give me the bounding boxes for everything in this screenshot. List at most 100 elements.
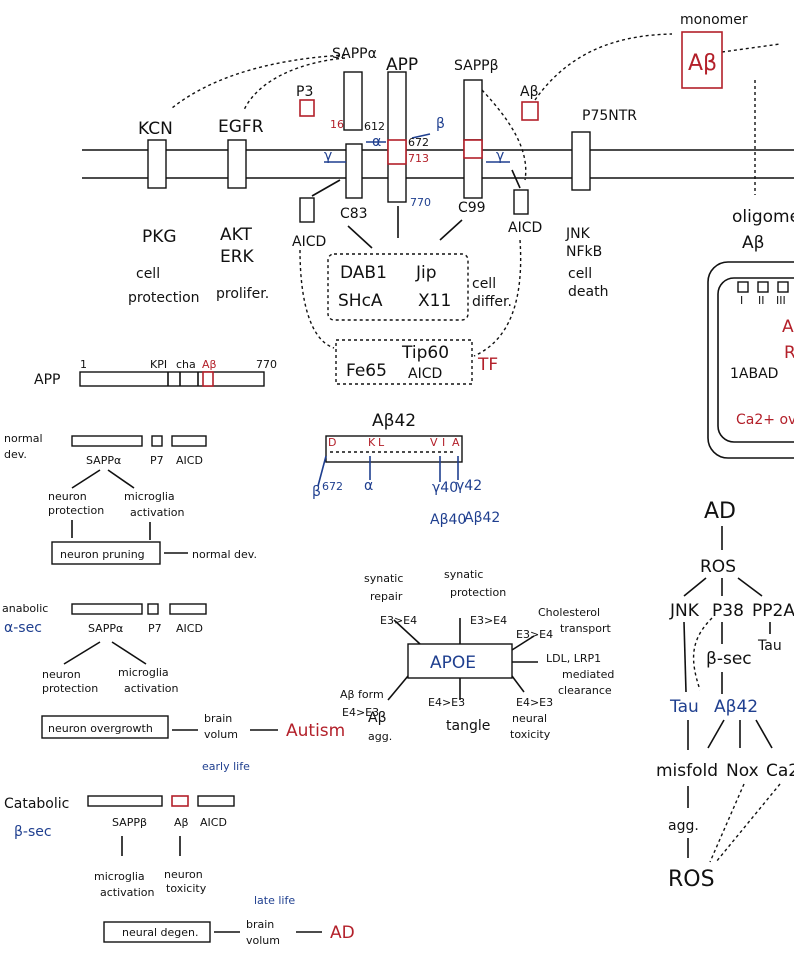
normal-arrow-right <box>107 469 135 489</box>
ros-pp2a-arrow <box>737 577 763 597</box>
prolifer-label: prolifer. <box>216 286 269 302</box>
ab42-site-a: A <box>452 436 460 449</box>
tau-node: Tau <box>669 697 699 717</box>
cell-differ-line2: differ. <box>472 294 512 310</box>
cell-protection-line1: cell <box>136 266 160 282</box>
c99-label: C99 <box>458 200 486 216</box>
tf-label: TF <box>477 355 498 375</box>
ab-ca-arrow <box>755 719 773 749</box>
tf-box <box>335 339 473 385</box>
c83-label: C83 <box>340 206 368 222</box>
p75-label: P75NTR <box>582 108 637 124</box>
ad-title: AD <box>704 499 736 524</box>
app-bar-cha: cha <box>176 358 196 371</box>
x11-label: X11 <box>418 291 451 311</box>
monomer-label: monomer <box>680 12 748 28</box>
monomer-out-arrow <box>721 43 781 53</box>
apoe-ab-form: Aβ form <box>340 688 384 701</box>
apoe-protection-1: synatic <box>444 568 483 581</box>
catabolic-aicd-bar <box>197 795 235 807</box>
ab42-node: Aβ42 <box>714 697 758 717</box>
ab42-beta: β <box>312 484 321 500</box>
apoe-ab-agg-1: Aβ <box>368 710 387 726</box>
app-bar-end: 770 <box>256 358 277 371</box>
anabolic-early: early life <box>202 760 250 773</box>
normal-p7: P7 <box>150 454 164 467</box>
residue-16: 16 <box>330 118 344 131</box>
apoe-arrow-ab <box>387 675 409 701</box>
sappb-label: SAPPβ <box>454 58 499 74</box>
apoe-e4e3-1: E4>E3 <box>342 706 379 719</box>
anabolic-label: anabolic <box>2 602 48 615</box>
anabolic-p7-bar <box>147 603 159 615</box>
catabolic-label: Catabolic <box>4 796 69 812</box>
catabolic-brain-2: volum <box>246 934 280 947</box>
apoe-tangle: tangle <box>446 718 490 734</box>
apoe-arrow-cholesterol <box>511 635 535 651</box>
c83-arrow <box>347 225 373 249</box>
cell-outline-inner <box>717 277 794 443</box>
normal-protection-2: protection <box>48 504 104 517</box>
sappb-curve <box>481 89 527 181</box>
ab42-ab42: Aβ42 <box>464 510 500 526</box>
abad-label: 1ABAD <box>730 366 778 382</box>
aicd-right-to-tf-arrow <box>473 239 522 357</box>
jip-label: Jip <box>415 263 437 283</box>
channel-3 <box>777 281 789 293</box>
shca-label: SHcA <box>338 291 383 311</box>
ab-misfold-arrow <box>707 719 725 749</box>
misfold-node: misfold <box>656 761 718 781</box>
complex-ii-label: II <box>758 294 765 307</box>
p38-node: P38 <box>712 601 744 621</box>
anabolic-overgrowth: neuron overgrowth <box>48 722 153 735</box>
fe65-label: Fe65 <box>346 361 387 381</box>
ros-label: ROS <box>700 557 736 577</box>
tau-top-node: Tau <box>757 638 782 654</box>
adaptor-box <box>327 253 469 321</box>
monomer-box <box>681 31 723 89</box>
sappa-fragment <box>343 71 363 131</box>
oligomer-line2: Aβ <box>742 233 764 253</box>
channel-1 <box>737 281 749 293</box>
aicd-right-fragment <box>513 189 529 215</box>
ca-ros-arrow <box>715 783 781 863</box>
anabolic-microglia-1: microglia <box>118 666 169 679</box>
gamma-left-label: γ <box>324 148 332 164</box>
anabolic-sec: α-sec <box>4 620 42 636</box>
aicd-left-to-tf-arrow <box>299 249 335 349</box>
apoe-cholesterol-1: Cholesterol <box>538 606 600 619</box>
catabolic-sec: β-sec <box>14 824 52 840</box>
anabolic-p7: P7 <box>148 622 162 635</box>
normal-aicd: AICD <box>176 454 203 467</box>
p38-tau-dotted <box>692 617 713 691</box>
kcn-receptor <box>147 139 167 189</box>
catabolic-degen-box <box>103 921 211 943</box>
ab42-alpha: α <box>364 478 373 494</box>
ab42-site-i: I <box>442 436 445 449</box>
cell-death-line1: cell <box>568 266 592 282</box>
normal-p7-bar <box>151 435 163 447</box>
anabolic-sappa-bar <box>71 603 143 615</box>
cell-membrane <box>82 149 794 179</box>
apoe-ldl-1: LDL, LRP1 <box>546 652 601 665</box>
aicd-left-fragment <box>299 197 315 223</box>
c99-arrow <box>439 219 463 241</box>
ros-end-node: ROS <box>668 867 715 892</box>
cell-protection-line2: protection <box>128 290 200 306</box>
normal-sappa-bar <box>71 435 143 447</box>
pkg-label: PKG <box>142 227 177 247</box>
apoe-toxicity-1: neural <box>512 712 547 725</box>
catabolic-degen: neural degen. <box>122 926 199 939</box>
oligomer-line1: oligomer <box>732 207 794 227</box>
ab-peptide <box>521 101 539 121</box>
complex-i-label: I <box>740 294 743 307</box>
anabolic-brain-1: brain <box>204 712 232 725</box>
egfr-receptor <box>227 139 247 189</box>
channel-2 <box>757 281 769 293</box>
nfkb-label: NFkB <box>566 244 602 260</box>
cell-differ-line1: cell <box>472 276 496 292</box>
apoe-e4e3-2: E4>E3 <box>428 696 465 709</box>
beta-arrow <box>411 133 431 139</box>
app-bar-start: 1 <box>80 358 87 371</box>
